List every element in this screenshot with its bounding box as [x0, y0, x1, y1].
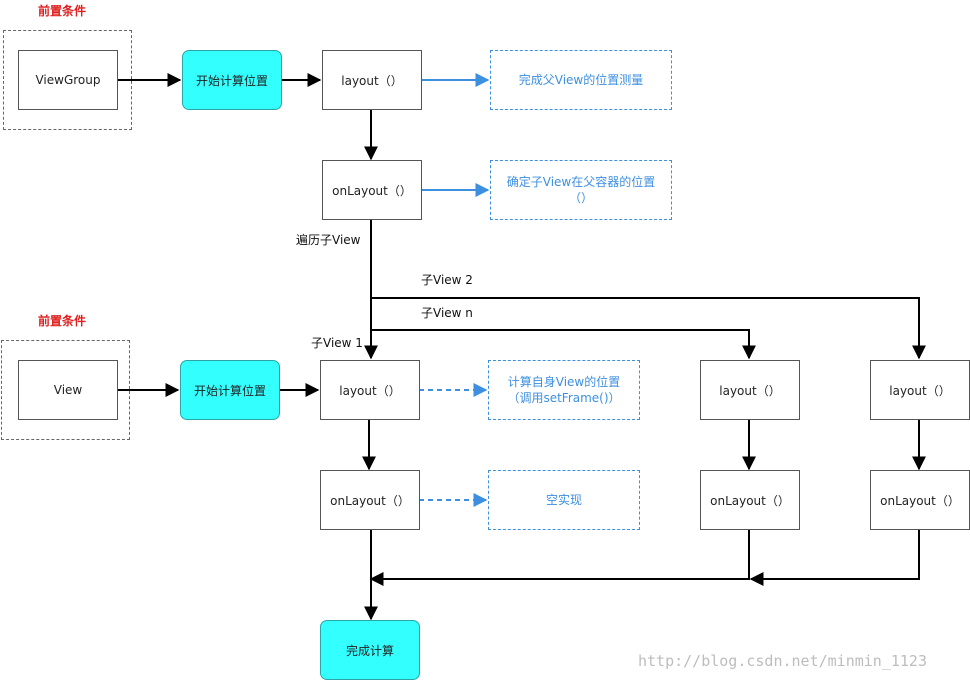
label-child-2: 子View 2	[421, 273, 473, 287]
note-self-position: 计算自身View的位置 （调用setFrame()）	[488, 360, 640, 420]
label-child-n: 子View n	[421, 306, 473, 320]
onlayout-node-top: onLayout（）	[322, 160, 422, 220]
precondition-frame-top	[3, 30, 132, 130]
layout-node-child1: layout（）	[320, 360, 420, 420]
layout-node-top: layout（）	[322, 50, 422, 110]
viewgroup-node: ViewGroup	[18, 50, 118, 110]
label-child-1: 子View 1	[311, 336, 363, 350]
branch-childn	[371, 329, 756, 360]
note-self-position-line1: 计算自身View的位置	[507, 375, 621, 389]
onlayout-node-child1: onLayout（）	[320, 470, 420, 530]
watermark: http://blog.csdn.net/minmin_1123	[638, 652, 927, 670]
onlayout-node-child2: onLayout（）	[700, 470, 800, 530]
note-self-position-line2: （调用setFrame()）	[507, 391, 621, 405]
layout-node-childn: layout（）	[870, 360, 970, 420]
start-calc-node-bottom: 开始计算位置	[180, 360, 280, 420]
precondition-label-top: 前置条件	[38, 4, 87, 18]
layout-node-child2: layout（）	[700, 360, 800, 420]
note-child-position: 确定子View在父容器的位置 （）	[490, 160, 672, 220]
precondition-label-bottom: 前置条件	[38, 314, 87, 328]
precondition-frame-bottom	[1, 340, 130, 440]
note-empty-impl: 空实现	[488, 470, 640, 530]
label-traverse-children: 遍历子View	[296, 233, 361, 247]
merge-from-c2	[369, 530, 750, 586]
view-node: View	[18, 360, 118, 420]
note-parent-measure: 完成父View的位置测量	[490, 50, 672, 110]
start-calc-node-top: 开始计算位置	[182, 50, 282, 110]
onlayout-node-childn: onLayout（）	[870, 470, 970, 530]
done-calc-node: 完成计算	[320, 620, 420, 680]
branch-child2	[371, 297, 926, 360]
merge-from-cn	[749, 530, 920, 586]
note-child-position-line2: （）	[568, 191, 593, 205]
note-child-position-line1: 确定子View在父容器的位置	[506, 175, 656, 189]
